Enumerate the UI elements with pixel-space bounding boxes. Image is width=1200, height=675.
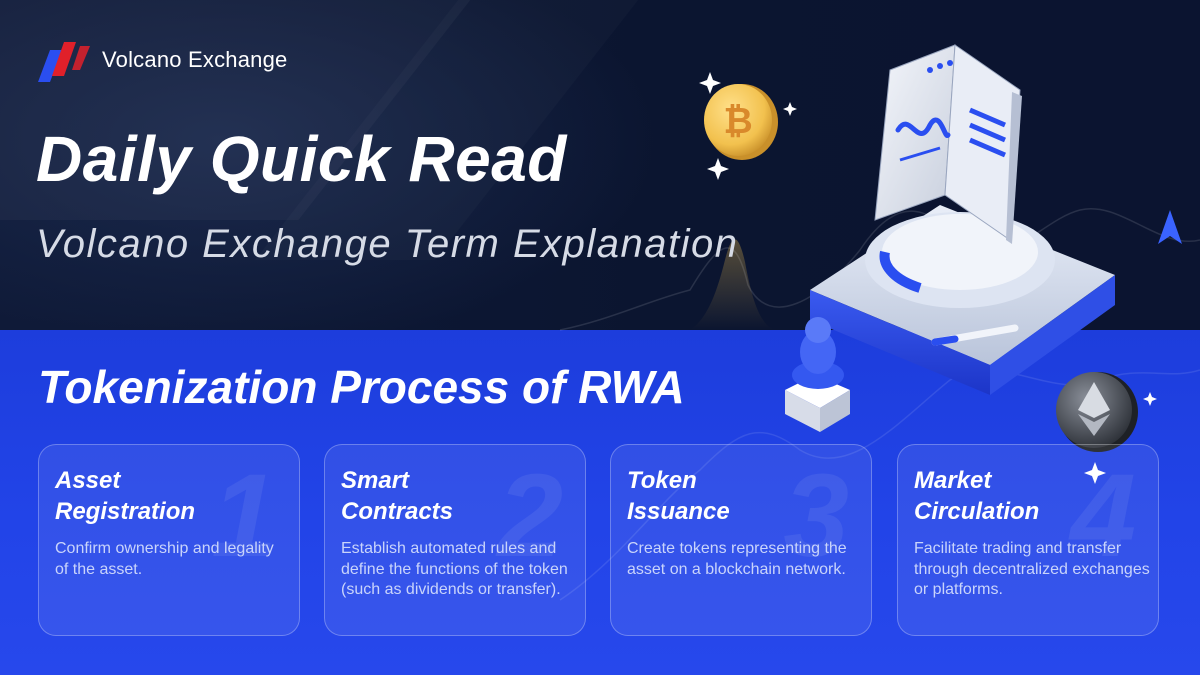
bitcoin-coin-icon: ₿ <box>704 84 778 160</box>
step-title: Token Issuance <box>627 465 857 527</box>
ethereum-coin-icon <box>1056 372 1138 452</box>
brand-logo[interactable]: Volcano Exchange <box>36 36 287 84</box>
step-title-line: Smart <box>341 467 410 494</box>
step-description: Facilitate trading and transfer through … <box>914 540 1150 598</box>
step-card-token-issuance: 3 Token Issuance Create tokens represent… <box>610 444 872 636</box>
step-card-smart-contracts: 2 Smart Contracts Establish automated ru… <box>324 444 586 636</box>
svg-text:₿: ₿ <box>723 101 752 142</box>
volcano-logo-icon <box>36 36 96 84</box>
step-title: Market Circulation <box>914 465 1144 527</box>
pen-icon <box>931 324 1019 346</box>
step-title-line: Market <box>914 467 992 494</box>
step-description: Create tokens representing the asset on … <box>627 540 847 578</box>
step-card-market-circulation: 4 Market Circulation Facilitate trading … <box>897 444 1159 636</box>
step-number: 4 <box>1070 450 1136 582</box>
step-title-line: Token <box>627 467 697 494</box>
step-description: Confirm ownership and legality of the as… <box>55 540 274 578</box>
step-title-line: Issuance <box>627 498 730 525</box>
step-title-line: Registration <box>55 498 196 525</box>
step-description: Establish automated rules and define the… <box>341 540 568 598</box>
page-subtitle: Volcano Exchange Term Explanation <box>36 222 739 266</box>
section-title: Tokenization Process of RWA <box>38 361 685 413</box>
page-title: Daily Quick Read <box>36 123 567 195</box>
cursor-arrow-icon <box>1158 210 1182 244</box>
step-title: Smart Contracts <box>341 465 571 527</box>
step-number: 1 <box>211 450 277 582</box>
step-title-line: Asset <box>55 467 121 494</box>
platform-icon <box>810 205 1115 395</box>
step-title-line: Contracts <box>341 498 454 525</box>
step-title-line: Circulation <box>914 498 1040 525</box>
book-platform-illustration: ₿ <box>699 44 1182 484</box>
step-number: 2 <box>497 450 563 582</box>
step-number: 3 <box>783 450 849 582</box>
step-card-asset-registration: 1 Asset Registration Confirm ownership a… <box>38 444 300 636</box>
book-icon <box>874 44 1022 244</box>
step-title: Asset Registration <box>55 465 285 527</box>
brand-name: Volcano Exchange <box>102 47 288 72</box>
user-pawn-icon <box>785 317 850 432</box>
sparkle-icon <box>699 72 1157 484</box>
